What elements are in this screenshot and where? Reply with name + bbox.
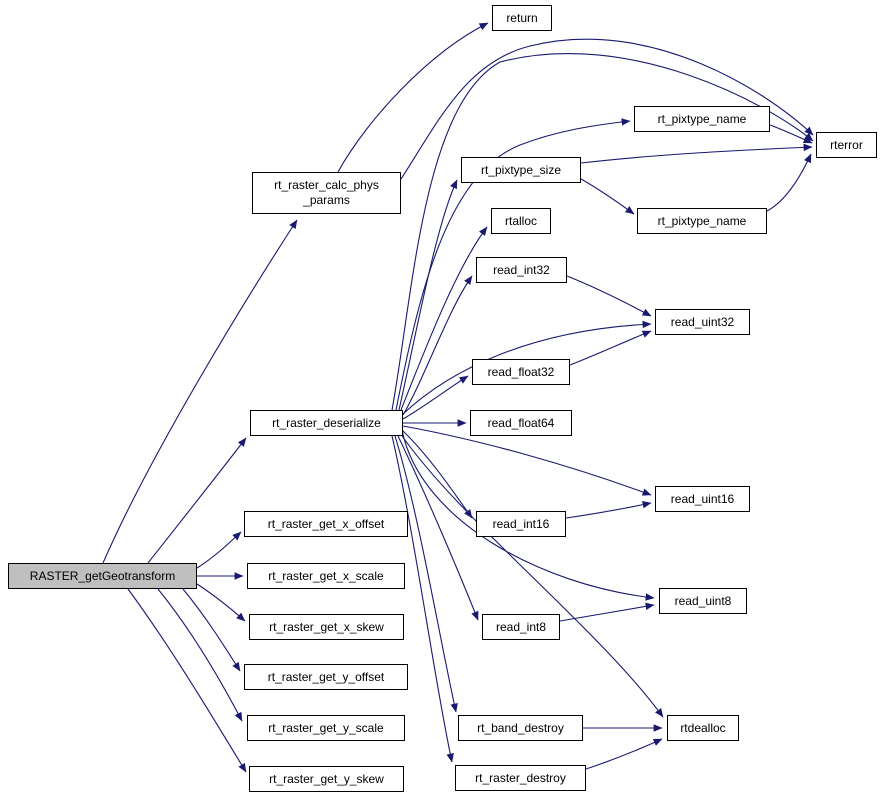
node-read-uint32[interactable]: read_uint32 <box>655 309 750 335</box>
node-rt-raster-get-x-offset[interactable]: rt_raster_get_x_offset <box>244 511 408 537</box>
edge-root-to-get-x-offset <box>196 531 242 569</box>
edge-read-int32-to-read-uint32 <box>566 275 652 317</box>
edge-calc-phys-to-rterror <box>400 38 814 180</box>
edge-pixtype-size-to-pixtype-name-b <box>580 178 635 215</box>
node-rt-raster-get-y-skew[interactable]: rt_raster_get_y_skew <box>249 766 404 792</box>
edge-deserialize-to-rtalloc <box>400 226 488 411</box>
node-rt-raster-get-x-scale[interactable]: rt_raster_get_x_scale <box>247 563 405 589</box>
edge-read-int8-to-read-uint8 <box>559 602 655 622</box>
node-label-line-2: _params <box>303 193 350 207</box>
edge-root-to-get-y-offset <box>182 588 241 672</box>
node-raster-getgeotransform[interactable]: RASTER_getGeotransform <box>8 563 197 589</box>
node-read-uint8[interactable]: read_uint8 <box>659 588 747 614</box>
edge-deserialize-to-read-int32 <box>402 275 473 416</box>
node-rt-raster-calc-phys-params[interactable]: rt_raster_calc_phys _params <box>252 172 401 214</box>
edge-deserialize-to-read-uint8 <box>401 429 655 601</box>
node-read-float64[interactable]: read_float64 <box>470 410 572 436</box>
node-rt-pixtype-name-bottom[interactable]: rt_pixtype_name <box>637 208 767 234</box>
node-read-uint16[interactable]: read_uint16 <box>655 486 750 512</box>
node-rt-raster-deserialize[interactable]: rt_raster_deserialize <box>250 410 403 436</box>
node-read-float32[interactable]: read_float32 <box>472 359 570 385</box>
edge-root-to-get-y-skew <box>127 588 247 773</box>
edge-read-int16-to-read-uint16 <box>565 501 652 519</box>
edge-deserialize-to-rtdealloc <box>399 432 664 718</box>
node-return[interactable]: return <box>492 5 552 31</box>
edge-deserialize-to-read-uint32 <box>402 320 652 415</box>
edge-deserialize-to-raster-destroy <box>391 435 454 763</box>
node-read-int8[interactable]: read_int8 <box>482 614 560 640</box>
edge-deserialize-to-band-destroy <box>394 435 458 713</box>
node-rt-raster-get-x-skew[interactable]: rt_raster_get_x_skew <box>249 614 404 640</box>
edge-pixtype-name-a-to-rterror <box>769 124 813 144</box>
node-read-int32[interactable]: read_int32 <box>476 257 567 283</box>
node-rt-pixtype-name-top[interactable]: rt_pixtype_name <box>634 106 770 132</box>
edge-deserialize-to-read-int16 <box>401 429 473 519</box>
edge-read-float32-to-read-uint32 <box>569 330 652 366</box>
edge-pixtype-name-b-to-rterror <box>764 153 812 213</box>
edge-deserialize-to-rterror <box>391 53 814 411</box>
node-read-int16[interactable]: read_int16 <box>476 511 566 537</box>
edge-root-to-get-y-scale <box>157 588 243 722</box>
edge-deserialize-to-read-int8 <box>397 435 479 621</box>
edge-calc-phys-to-return <box>337 22 489 173</box>
edge-root-to-get-x-skew <box>196 583 246 622</box>
node-rt-pixtype-size[interactable]: rt_pixtype_size <box>461 157 581 183</box>
node-rt-raster-destroy[interactable]: rt_raster_destroy <box>455 765 586 791</box>
edge-deserialize-to-pixtype-size <box>398 179 458 411</box>
node-rtdealloc[interactable]: rtdealloc <box>667 715 739 741</box>
node-rt-raster-get-y-offset[interactable]: rt_raster_get_y_offset <box>244 664 408 690</box>
node-label-line-1: rt_raster_calc_phys <box>274 178 379 192</box>
edge-raster-destroy-to-rtdealloc <box>585 738 663 770</box>
node-rt-band-destroy[interactable]: rt_band_destroy <box>458 715 583 741</box>
edge-deserialize-to-read-float32 <box>402 375 469 420</box>
node-rtalloc[interactable]: rtalloc <box>491 208 551 234</box>
node-rterror[interactable]: rterror <box>816 132 877 158</box>
edge-root-to-deserialize <box>147 437 247 564</box>
edge-deserialize-to-read-uint16 <box>402 425 652 496</box>
node-rt-raster-get-y-scale[interactable]: rt_raster_get_y_scale <box>247 715 405 741</box>
edge-pixtype-size-to-rterror <box>580 143 813 164</box>
edge-root-to-calc-phys <box>102 219 298 564</box>
